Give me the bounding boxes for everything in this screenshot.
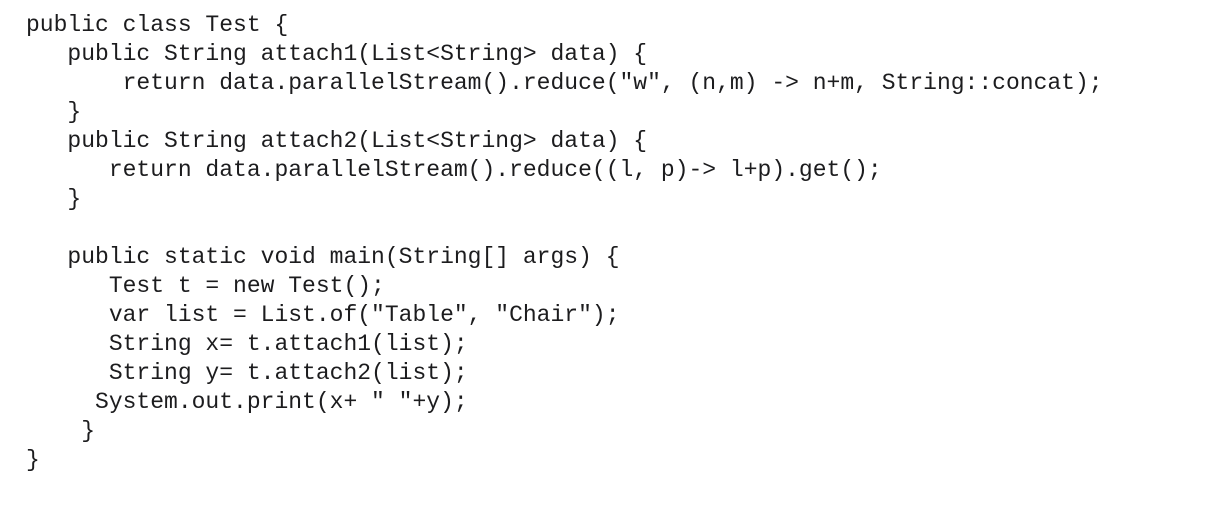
code-line: String x= t.attach1(list); (26, 331, 468, 357)
code-line: public String attach1(List<String> data)… (26, 41, 648, 67)
code-line: public String attach2(List<String> data)… (26, 128, 648, 154)
code-line: Test t = new Test(); (26, 273, 385, 299)
code-line: public class Test { (26, 12, 289, 38)
code-line: } (26, 99, 82, 125)
code-line: String y= t.attach2(list); (26, 360, 468, 386)
java-code-listing: public class Test { public String attach… (26, 11, 1213, 475)
code-line: return data.parallelStream().reduce((l, … (26, 157, 882, 183)
code-line: public static void main(String[] args) { (26, 244, 620, 270)
code-line: var list = List.of("Table", "Chair"); (26, 302, 620, 328)
code-line: } (26, 418, 96, 444)
code-line-blank (26, 214, 1213, 243)
code-line: } (26, 186, 82, 212)
code-line: } (26, 447, 40, 473)
code-line: System.out.print(x+ " "+y); (26, 389, 468, 415)
code-line: return data.parallelStream().reduce("w",… (26, 70, 1103, 96)
